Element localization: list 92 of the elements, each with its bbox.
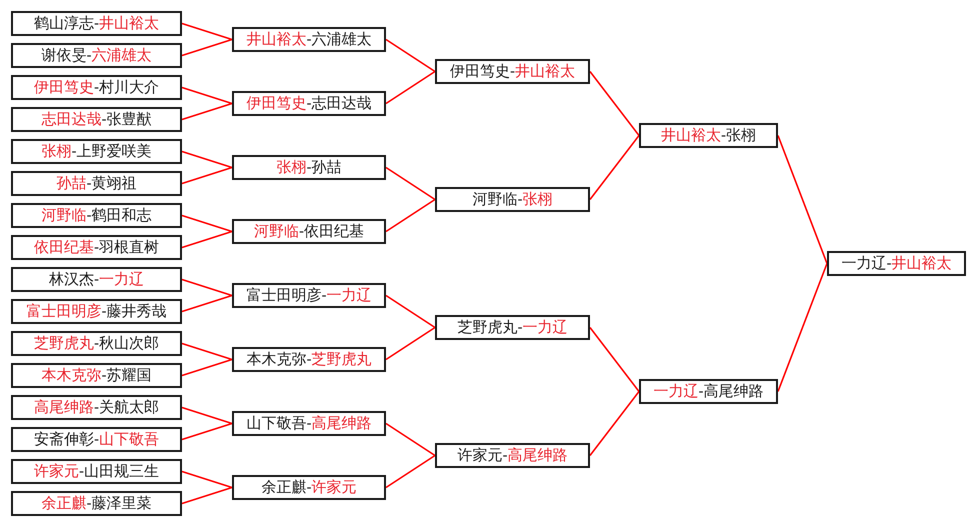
connector-line [777, 135, 828, 264]
connector-line [182, 38, 232, 56]
match-box [11, 43, 182, 68]
match-box [232, 411, 386, 436]
connector-line [182, 86, 232, 104]
match-text: 芝野虎丸-秋山次郎 [34, 336, 160, 351]
match-text: 一力辽-井山裕太 [841, 256, 952, 271]
connector-line [386, 326, 436, 360]
match-text: 河野临-鹤田和志 [41, 208, 152, 223]
connector-line [386, 38, 436, 72]
match-text: 志田达哉-张豊猷 [41, 112, 152, 127]
match-box [11, 203, 182, 228]
connector-line [182, 422, 232, 440]
match-text: 林汉杰-一力辽 [48, 272, 144, 287]
match-text: 富士田明彦-一力辽 [246, 288, 372, 303]
match-box [435, 443, 590, 468]
match-box [232, 219, 386, 244]
match-box [11, 459, 182, 484]
match-text: 余正麒-藤泽里菜 [41, 496, 152, 511]
match-text: 余正麒-许家元 [261, 480, 357, 495]
connector-line [182, 102, 232, 120]
match-text: 一力辽-高尾绅路 [653, 384, 764, 399]
connector-line [182, 166, 232, 184]
connector-line [777, 263, 828, 392]
connector-line [386, 166, 436, 200]
connector-line [182, 150, 232, 168]
match-text: 芝野虎丸-一力辽 [457, 320, 568, 335]
connector-line [386, 454, 436, 488]
match-box [232, 91, 386, 116]
match-text: 井山裕太-六浦雄太 [246, 32, 372, 47]
match-text: 安斋伸彰-山下敬吾 [34, 432, 160, 447]
match-box [11, 139, 182, 164]
match-box [11, 267, 182, 292]
match-text: 伊田笃史-井山裕太 [450, 64, 576, 79]
match-text: 富士田明彦-藤井秀哉 [26, 304, 167, 319]
match-text: 孙喆-黄翊祖 [56, 176, 137, 191]
match-text: 河野临-张栩 [472, 192, 553, 207]
match-box [11, 11, 182, 36]
match-text: 本木克弥-苏耀国 [41, 368, 152, 383]
connector-line [386, 70, 436, 104]
match-text: 许家元-高尾绅路 [457, 448, 568, 463]
connector-line [589, 135, 640, 200]
connector-line [589, 71, 640, 136]
match-box [435, 59, 590, 84]
match-text: 山下敬吾-高尾绅路 [246, 416, 372, 431]
connector-line [182, 358, 232, 376]
match-text: 本木克弥-芝野虎丸 [246, 352, 372, 367]
match-text: 井山裕太-张栩 [660, 128, 756, 143]
match-box [11, 171, 182, 196]
connector-line [182, 230, 232, 248]
match-text: 张栩-孙喆 [276, 160, 342, 175]
connector-line [182, 294, 232, 312]
match-box [435, 187, 590, 212]
connector-line [386, 198, 436, 232]
match-box [11, 75, 182, 100]
match-box [232, 347, 386, 372]
connector-line [182, 214, 232, 232]
connector-line [182, 406, 232, 424]
connector-line [589, 327, 640, 392]
match-box [11, 235, 182, 260]
connector-line [182, 470, 232, 488]
match-box [11, 363, 182, 388]
match-box [232, 155, 386, 180]
match-box [11, 491, 182, 516]
connector-line [386, 422, 436, 456]
connector-line [386, 294, 436, 328]
match-box [232, 27, 386, 52]
match-text: 河野临-依田纪基 [254, 224, 364, 239]
match-text: 谢依旻-六浦雄太 [41, 48, 152, 63]
match-text: 许家元-山田规三生 [34, 464, 160, 479]
match-text: 高尾绅路-关航太郎 [34, 400, 160, 415]
match-text: 伊田笃史-村川大介 [34, 80, 160, 95]
connector-line [589, 391, 640, 456]
match-box [827, 251, 966, 276]
match-box [11, 427, 182, 452]
connector-line [182, 22, 232, 40]
match-text: 依田纪基-羽根直树 [34, 240, 160, 255]
match-box [639, 123, 778, 148]
match-text: 张栩-上野爱咲美 [41, 144, 152, 159]
match-box [232, 283, 386, 308]
match-box [11, 395, 182, 420]
match-box [639, 379, 778, 404]
match-text: 伊田笃史-志田达哉 [246, 96, 372, 111]
connector-line [182, 486, 232, 504]
connector-line [182, 278, 232, 296]
match-box [11, 331, 182, 356]
match-text: 鹤山淳志-井山裕太 [34, 16, 160, 31]
match-box [11, 107, 182, 132]
match-box [435, 315, 590, 340]
match-box [11, 299, 182, 324]
connector-line [182, 342, 232, 360]
match-box [232, 475, 386, 500]
